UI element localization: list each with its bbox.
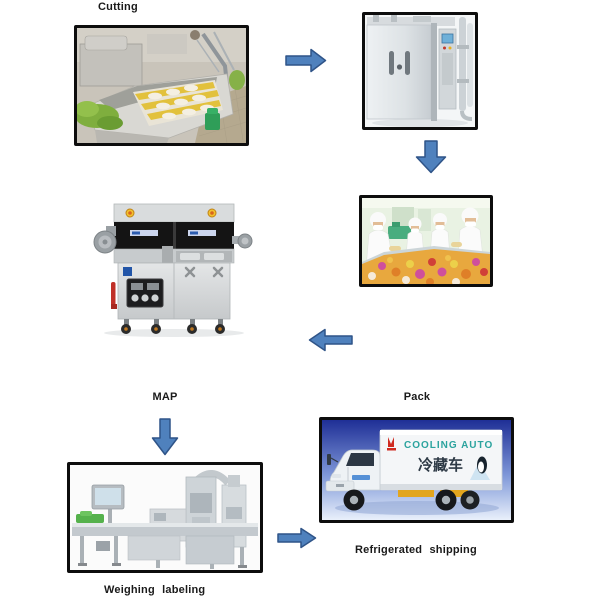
workers-sorting-illustration bbox=[362, 198, 490, 284]
cutting-machine-photo bbox=[74, 25, 249, 146]
refrigerated-shipping-label: Refrigerated shipping bbox=[355, 544, 477, 556]
weighing-labeling-label: Weighing labeling bbox=[104, 584, 206, 596]
flow-arrow-right-icon bbox=[285, 48, 327, 73]
weighing-labeling-photo bbox=[67, 462, 263, 573]
flow-arrow-down-icon bbox=[151, 418, 179, 456]
refrigerated-truck-illustration: COOLING AUTO 冷藏车 bbox=[322, 420, 511, 520]
weighing-labeling-illustration bbox=[70, 465, 260, 570]
map-machine-photo bbox=[92, 196, 255, 338]
map-machine-illustration bbox=[93, 203, 253, 337]
processing-machine-photo bbox=[362, 12, 478, 130]
map-label: MAP bbox=[152, 391, 178, 403]
processing-machine-illustration bbox=[365, 15, 475, 127]
worker-figure bbox=[451, 207, 484, 259]
flow-arrow-down-icon bbox=[415, 140, 447, 174]
refrigerated-truck-photo: COOLING AUTO 冷藏车 bbox=[319, 417, 514, 523]
cutting-label: Cutting bbox=[98, 1, 138, 13]
pack-label: Pack bbox=[403, 391, 431, 403]
flow-arrow-left-icon bbox=[308, 328, 353, 352]
truck-chinese-text: 冷藏车 bbox=[418, 456, 463, 474]
workers-sorting-photo bbox=[359, 195, 493, 287]
flow-arrow-right-icon bbox=[277, 527, 317, 549]
cutting-machine-illustration bbox=[77, 28, 246, 143]
truck-brand-text: COOLING AUTO bbox=[404, 440, 493, 451]
